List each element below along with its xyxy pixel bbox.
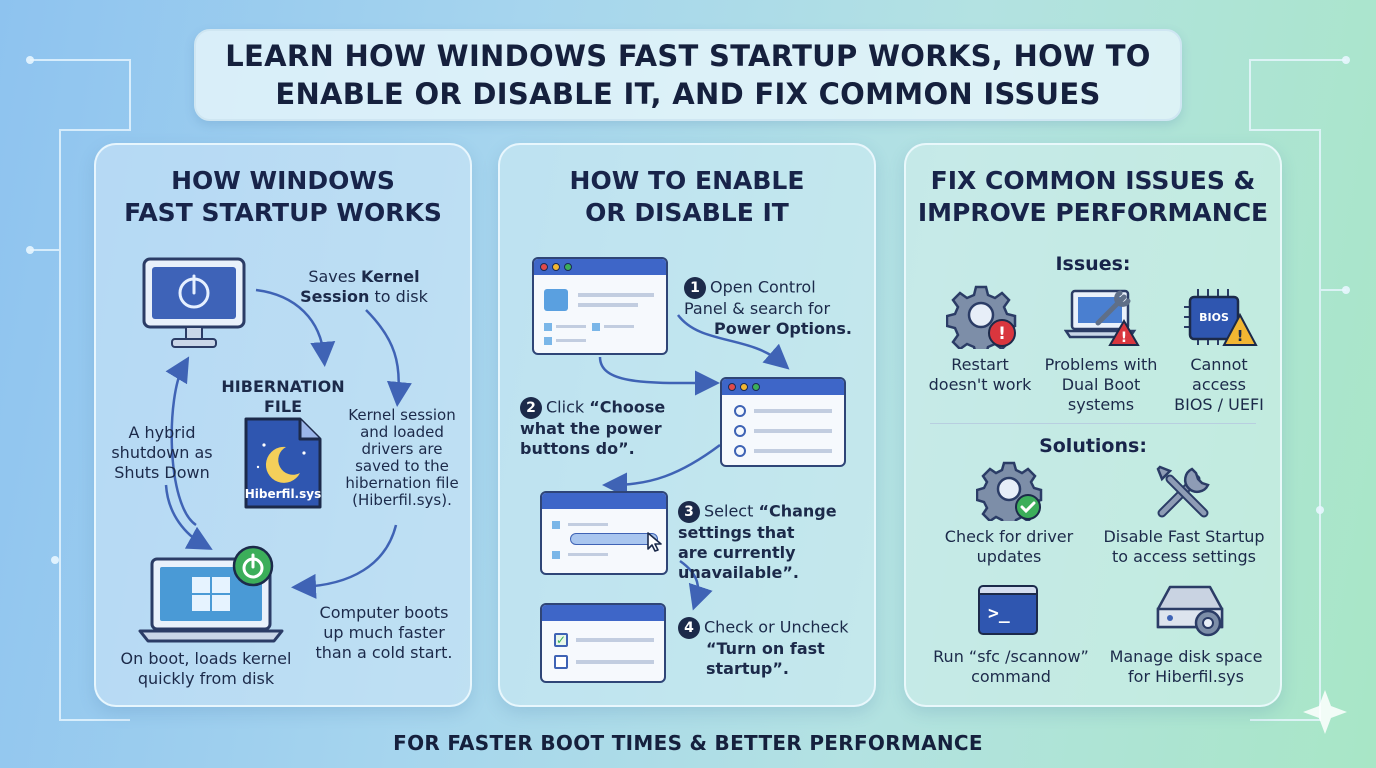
step-2-bold: “Choose what the power buttons do”. (520, 397, 666, 459)
laptop-wrench-warning-icon: ! (1064, 289, 1140, 346)
power-on-icon (232, 545, 274, 587)
issues-heading: Issues: (1055, 253, 1131, 275)
panel-title-how-it-works: HOW WINDOWS FAST STARTUP WORKS (124, 166, 442, 227)
monitor-power-icon (142, 257, 246, 348)
saves-kernel-note: Saves Kernel Session to disk (300, 267, 428, 306)
hibernation-file-label: HIBERNATION FILE (221, 377, 345, 416)
step-1-text: Open Control Panel & search for (684, 277, 831, 319)
issue-dualboot-label: Problems with Dual Boot systems (1044, 355, 1158, 414)
step-flow-arrows (598, 314, 790, 611)
solution-disk-label: Manage disk space for Hiberfil.sys (1109, 647, 1263, 686)
panel-enable-disable: HOW TO ENABLE OR DISABLE IT (498, 143, 876, 707)
section-divider (930, 423, 1256, 424)
issue-restart-label: Restart doesn't work (928, 355, 1032, 394)
power-options-window (720, 377, 846, 467)
onboot-note: On boot, loads kernel quickly from disk (120, 649, 292, 688)
faster-boot-note: Computer boots up much faster than a col… (315, 603, 453, 662)
bios-chip-label: BIOS (1199, 311, 1229, 324)
gear-check-icon (976, 461, 1043, 521)
step-4-bold: “Turn on fast startup”. (706, 639, 825, 678)
step-4-text: Check or Uncheck (704, 617, 849, 637)
title-banner: LEARN HOW WINDOWS FAST STARTUP WORKS, HO… (194, 29, 1182, 121)
step-4-number: 4 (678, 617, 700, 639)
kernel-saved-note: Kernel session and loaded drivers are sa… (345, 406, 459, 509)
panel-title-enable-disable: HOW TO ENABLE OR DISABLE IT (569, 166, 805, 227)
terminal-icon: >_ (978, 585, 1038, 635)
page-title: LEARN HOW WINDOWS FAST STARTUP WORKS, HO… (225, 39, 1151, 111)
solution-sfc-label: Run “sfc /scannow” command (933, 647, 1089, 686)
panel-fix-issues: FIX COMMON ISSUES & IMPROVE PERFORMANCE … (904, 143, 1282, 707)
gear-warning-icon: ! (946, 285, 1017, 349)
footer-tagline: FOR FASTER BOOT TIMES & BETTER PERFORMAN… (393, 731, 983, 755)
hybrid-shutdown-note: A hybrid shutdown as Shuts Down (111, 423, 213, 482)
step-1-bold: Power Options. (714, 319, 852, 338)
tools-icon (1156, 465, 1210, 518)
step-2-text: Click (546, 397, 590, 417)
svg-text:!: ! (998, 324, 1006, 344)
fast-startup-window: ✓ (540, 603, 666, 683)
control-panel-window (532, 257, 668, 355)
solution-driver-label: Check for driver updates (944, 527, 1074, 566)
solution-disable-label: Disable Fast Startup to access settings (1103, 527, 1265, 566)
step-3-bold: “Change settings that are currently unav… (678, 501, 837, 583)
step-2-number: 2 (520, 397, 542, 419)
hibernation-file-icon: Hiberfil.sys (242, 415, 324, 511)
solutions-heading: Solutions: (1039, 435, 1147, 457)
panel-how-it-works: HOW WINDOWS FAST STARTUP WORKS Saves Ker… (94, 143, 472, 707)
step-3-text: Select (704, 501, 759, 521)
step-1-number: 1 (684, 277, 706, 299)
svg-text:!: ! (1237, 327, 1244, 345)
issue-bios-label: Cannot access BIOS / UEFI (1174, 355, 1264, 414)
step-3-number: 3 (678, 501, 700, 523)
disk-gear-icon (1156, 585, 1224, 637)
hiberfil-filename: Hiberfil.sys (244, 487, 322, 501)
cycle-arrows (164, 288, 412, 599)
terminal-prompt: >_ (988, 603, 1010, 624)
svg-text:!: ! (1121, 330, 1127, 346)
change-settings-window (540, 491, 668, 575)
bios-chip-warning-icon: ! BIOS (1184, 285, 1258, 351)
cursor-icon (647, 532, 662, 552)
panel-title-fix-issues: FIX COMMON ISSUES & IMPROVE PERFORMANCE (917, 166, 1269, 227)
